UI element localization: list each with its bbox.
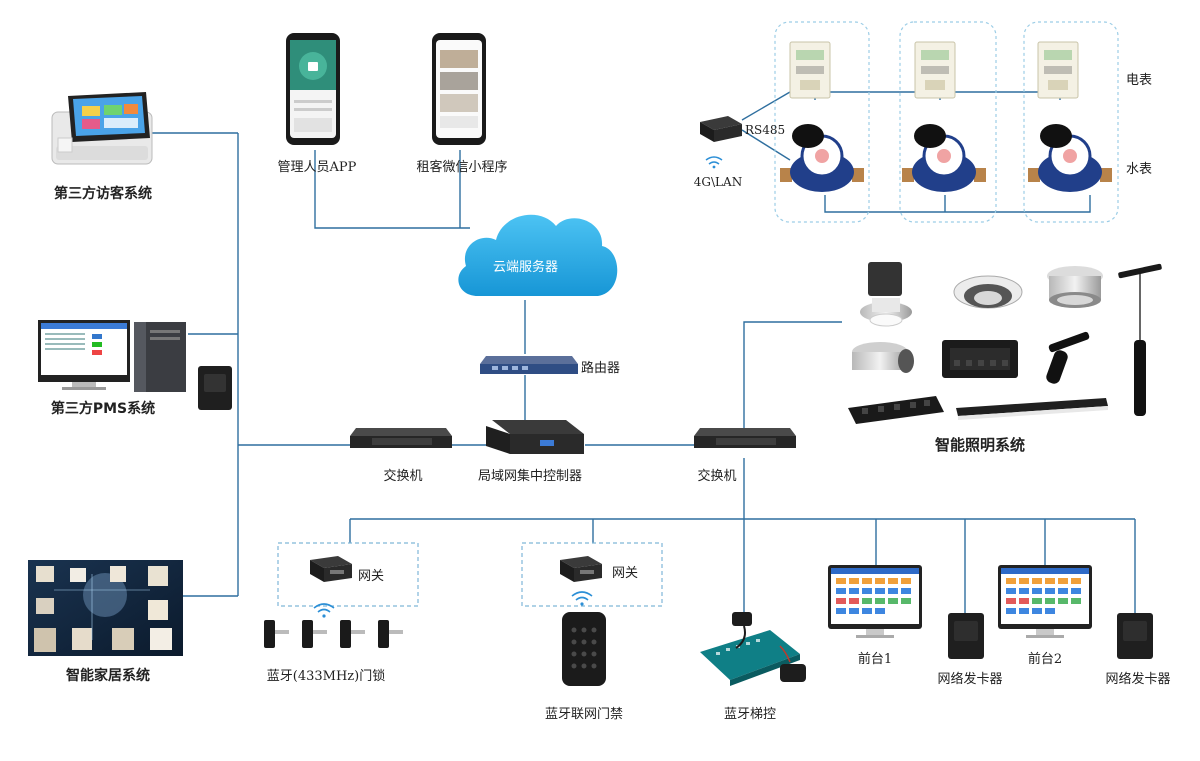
gateway-1-label: 网关: [358, 569, 385, 584]
lan-4g-label: 4G\LAN: [693, 175, 743, 189]
light-fixture-icon: [942, 340, 1018, 378]
light-fixture-icon: [953, 275, 1023, 309]
card-reader-icon: [198, 366, 232, 410]
pc-server-icon: [38, 320, 186, 392]
light-fixture-icon: [956, 398, 1108, 420]
rs485-gateway-icon: [700, 116, 742, 142]
gateway-2-label: 网关: [612, 566, 639, 581]
light-fixture-icon: [860, 262, 912, 327]
gateway-icon: [560, 556, 602, 582]
switch-icon: [694, 428, 796, 448]
electric-meter-icon: [789, 41, 831, 99]
card-reader-icon: [948, 613, 984, 659]
bt-lock-label: 蓝牙(433MHz)门锁: [266, 669, 386, 684]
bt-elevator-label: 蓝牙梯控: [723, 707, 776, 722]
cloud-server-label: 云端服务器: [492, 260, 558, 275]
electric-meter-icon: [914, 41, 956, 99]
connection-lines: [150, 91, 1136, 620]
rs485-label: RS485: [745, 123, 786, 137]
monitor-icon: [998, 565, 1092, 638]
elevator-board-icon: [700, 612, 806, 686]
light-fixture-icon: [1046, 331, 1090, 384]
front-desk-2-label: 前台2: [1027, 652, 1063, 667]
phone-icon: [286, 33, 340, 145]
bt-access-label: 蓝牙联网门禁: [544, 707, 623, 722]
wifi-signal-icon: [313, 603, 335, 618]
switch-left-label: 交换机: [383, 469, 423, 484]
controller-icon: [486, 420, 584, 454]
phone-icon: [432, 33, 486, 145]
door-lock-icon: [378, 620, 403, 648]
meter-group-boxes: [774, 21, 1119, 223]
dashed-boxes: [277, 542, 663, 607]
smart-home-label: 智能家居系统: [66, 668, 150, 684]
door-lock-icon: [340, 620, 365, 648]
electric-meter-label: 电表: [1126, 73, 1153, 88]
switch-right-label: 交换机: [697, 469, 737, 484]
water-meter-label: 水表: [1126, 162, 1153, 177]
admin-app-label: 管理人员APP: [277, 160, 357, 175]
visitor-system-label: 第三方访客系统: [54, 186, 152, 202]
door-lock-icon: [302, 620, 327, 648]
gateway-icon: [310, 556, 352, 582]
cloud-icon: [458, 214, 618, 296]
card-issuer-1-label: 网络发卡器: [937, 672, 1003, 687]
door-lock-icon: [264, 620, 289, 648]
lighting-system-label: 智能照明系统: [934, 436, 1025, 454]
water-meter-icon: [780, 124, 864, 192]
card-issuer-2-label: 网络发卡器: [1105, 672, 1171, 687]
lan-controller-label: 局域网集中控制器: [477, 469, 582, 484]
monitor-icon: [828, 565, 922, 638]
router-icon: [480, 356, 578, 374]
tenant-miniprogram-label: 租客微信小程序: [416, 160, 508, 175]
smart-home-collage: [28, 560, 183, 656]
router-label: 路由器: [581, 361, 621, 376]
wifi-signal-icon: [571, 591, 593, 606]
kiosk-icon: [51, 92, 153, 165]
front-desk-1-label: 前台1: [857, 652, 893, 667]
water-meter-icon: [1028, 124, 1112, 192]
wifi-signal-icon: [705, 156, 723, 169]
access-keypad-icon: [562, 612, 606, 686]
light-fixture-icon: [1118, 263, 1162, 416]
pms-system-label: 第三方PMS系统: [50, 401, 156, 417]
water-meter-icon: [902, 124, 986, 192]
light-fixture-icon: [852, 342, 914, 373]
card-reader-icon: [1117, 613, 1153, 659]
electric-meter-icon: [1037, 41, 1079, 99]
light-fixture-icon: [848, 396, 944, 424]
switch-icon: [350, 428, 452, 448]
light-fixture-icon: [1047, 266, 1103, 308]
